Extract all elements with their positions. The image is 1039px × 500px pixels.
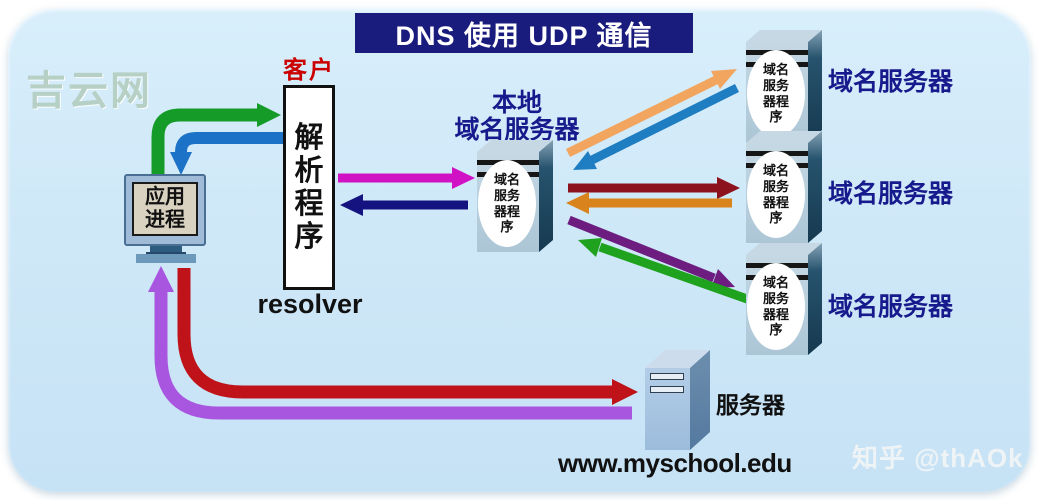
dns-program-bubble: 域名 服务 器程 序 (747, 151, 805, 238)
program-line: 服务 (493, 187, 520, 203)
dns-program-bubble: 域名 服务 器程 序 (747, 263, 805, 350)
program-line: 域名 (493, 171, 520, 187)
application-computer-monitor: 应用 进程 (124, 174, 206, 246)
tower-top-face (746, 131, 822, 143)
dns-server-3-tower: 域名 服务 器程 序 (746, 243, 822, 355)
resolver-caption: resolver (257, 289, 363, 319)
program-line: 域名 (762, 162, 789, 178)
tower-side-face (808, 30, 822, 142)
web-server-tower (645, 350, 710, 450)
program-line: 服务 (762, 290, 789, 306)
program-line: 器程 (762, 194, 789, 210)
tower-side-face (808, 131, 822, 243)
program-line: 器程 (762, 306, 789, 322)
resolver-char-1: 解 (294, 121, 324, 154)
resolver-char-4: 序 (294, 220, 324, 253)
resolver-box: 解 析 程 序 (283, 85, 335, 290)
program-line: 器程 (493, 203, 520, 219)
dns-program-bubble: 域名 服务 器程 序 (747, 50, 805, 137)
app-process-line2: 进程 (145, 209, 185, 231)
server-front-face (645, 368, 690, 450)
program-line: 服务 (762, 178, 789, 194)
dns-server-3-label: 域名服务器 (828, 293, 954, 321)
resolver-char-3: 程 (294, 187, 324, 220)
app-process-line1: 应用 (145, 186, 185, 208)
server-drive-slot (650, 373, 684, 380)
web-server-label: 服务器 (716, 392, 785, 418)
program-line: 序 (500, 219, 514, 235)
web-server-domain: www.myschool.edu (558, 448, 792, 478)
program-line: 器程 (762, 93, 789, 109)
title-banner: DNS 使用 UDP 通信 (355, 13, 693, 53)
watermark-zhihu: 知乎 @thAOk (852, 443, 1024, 473)
computer-screen: 应用 进程 (132, 182, 198, 236)
dns-server-1-label: 域名服务器 (828, 68, 954, 96)
program-line: 服务 (762, 77, 789, 93)
tower-top-face (746, 30, 822, 42)
program-line: 序 (769, 322, 783, 338)
client-label: 客户 (283, 57, 335, 84)
local-dns-label-line2: 域名服务器 (454, 116, 580, 144)
dns-server-1-tower: 域名 服务 器程 序 (746, 30, 822, 142)
dns-server-2-tower: 域名 服务 器程 序 (746, 131, 822, 243)
diagram-title: DNS 使用 UDP 通信 (395, 20, 653, 51)
monitor-stand-base (136, 254, 196, 263)
tower-top-face (477, 140, 553, 152)
server-side-face (690, 350, 710, 450)
local-dns-label-line1: 本地 (491, 89, 542, 117)
local-dns-label: 本地 域名服务器 (447, 90, 587, 144)
dns-server-2-label: 域名服务器 (828, 180, 954, 208)
server-top-face (645, 350, 710, 368)
server-drive-slot (650, 386, 684, 393)
local-dns-tower: 域名 服务 器程 序 (477, 140, 553, 252)
tower-side-face (539, 140, 553, 252)
tower-top-face (746, 243, 822, 255)
program-line: 序 (769, 109, 783, 125)
program-line: 域名 (762, 274, 789, 290)
monitor-stand-neck (150, 246, 182, 254)
program-line: 域名 (762, 61, 789, 77)
tower-side-face (808, 243, 822, 355)
dns-program-bubble: 域名 服务 器程 序 (478, 160, 536, 247)
resolver-char-2: 析 (294, 154, 324, 187)
watermark-jiyunwang: 吉云网 (26, 69, 152, 113)
program-line: 序 (769, 210, 783, 226)
